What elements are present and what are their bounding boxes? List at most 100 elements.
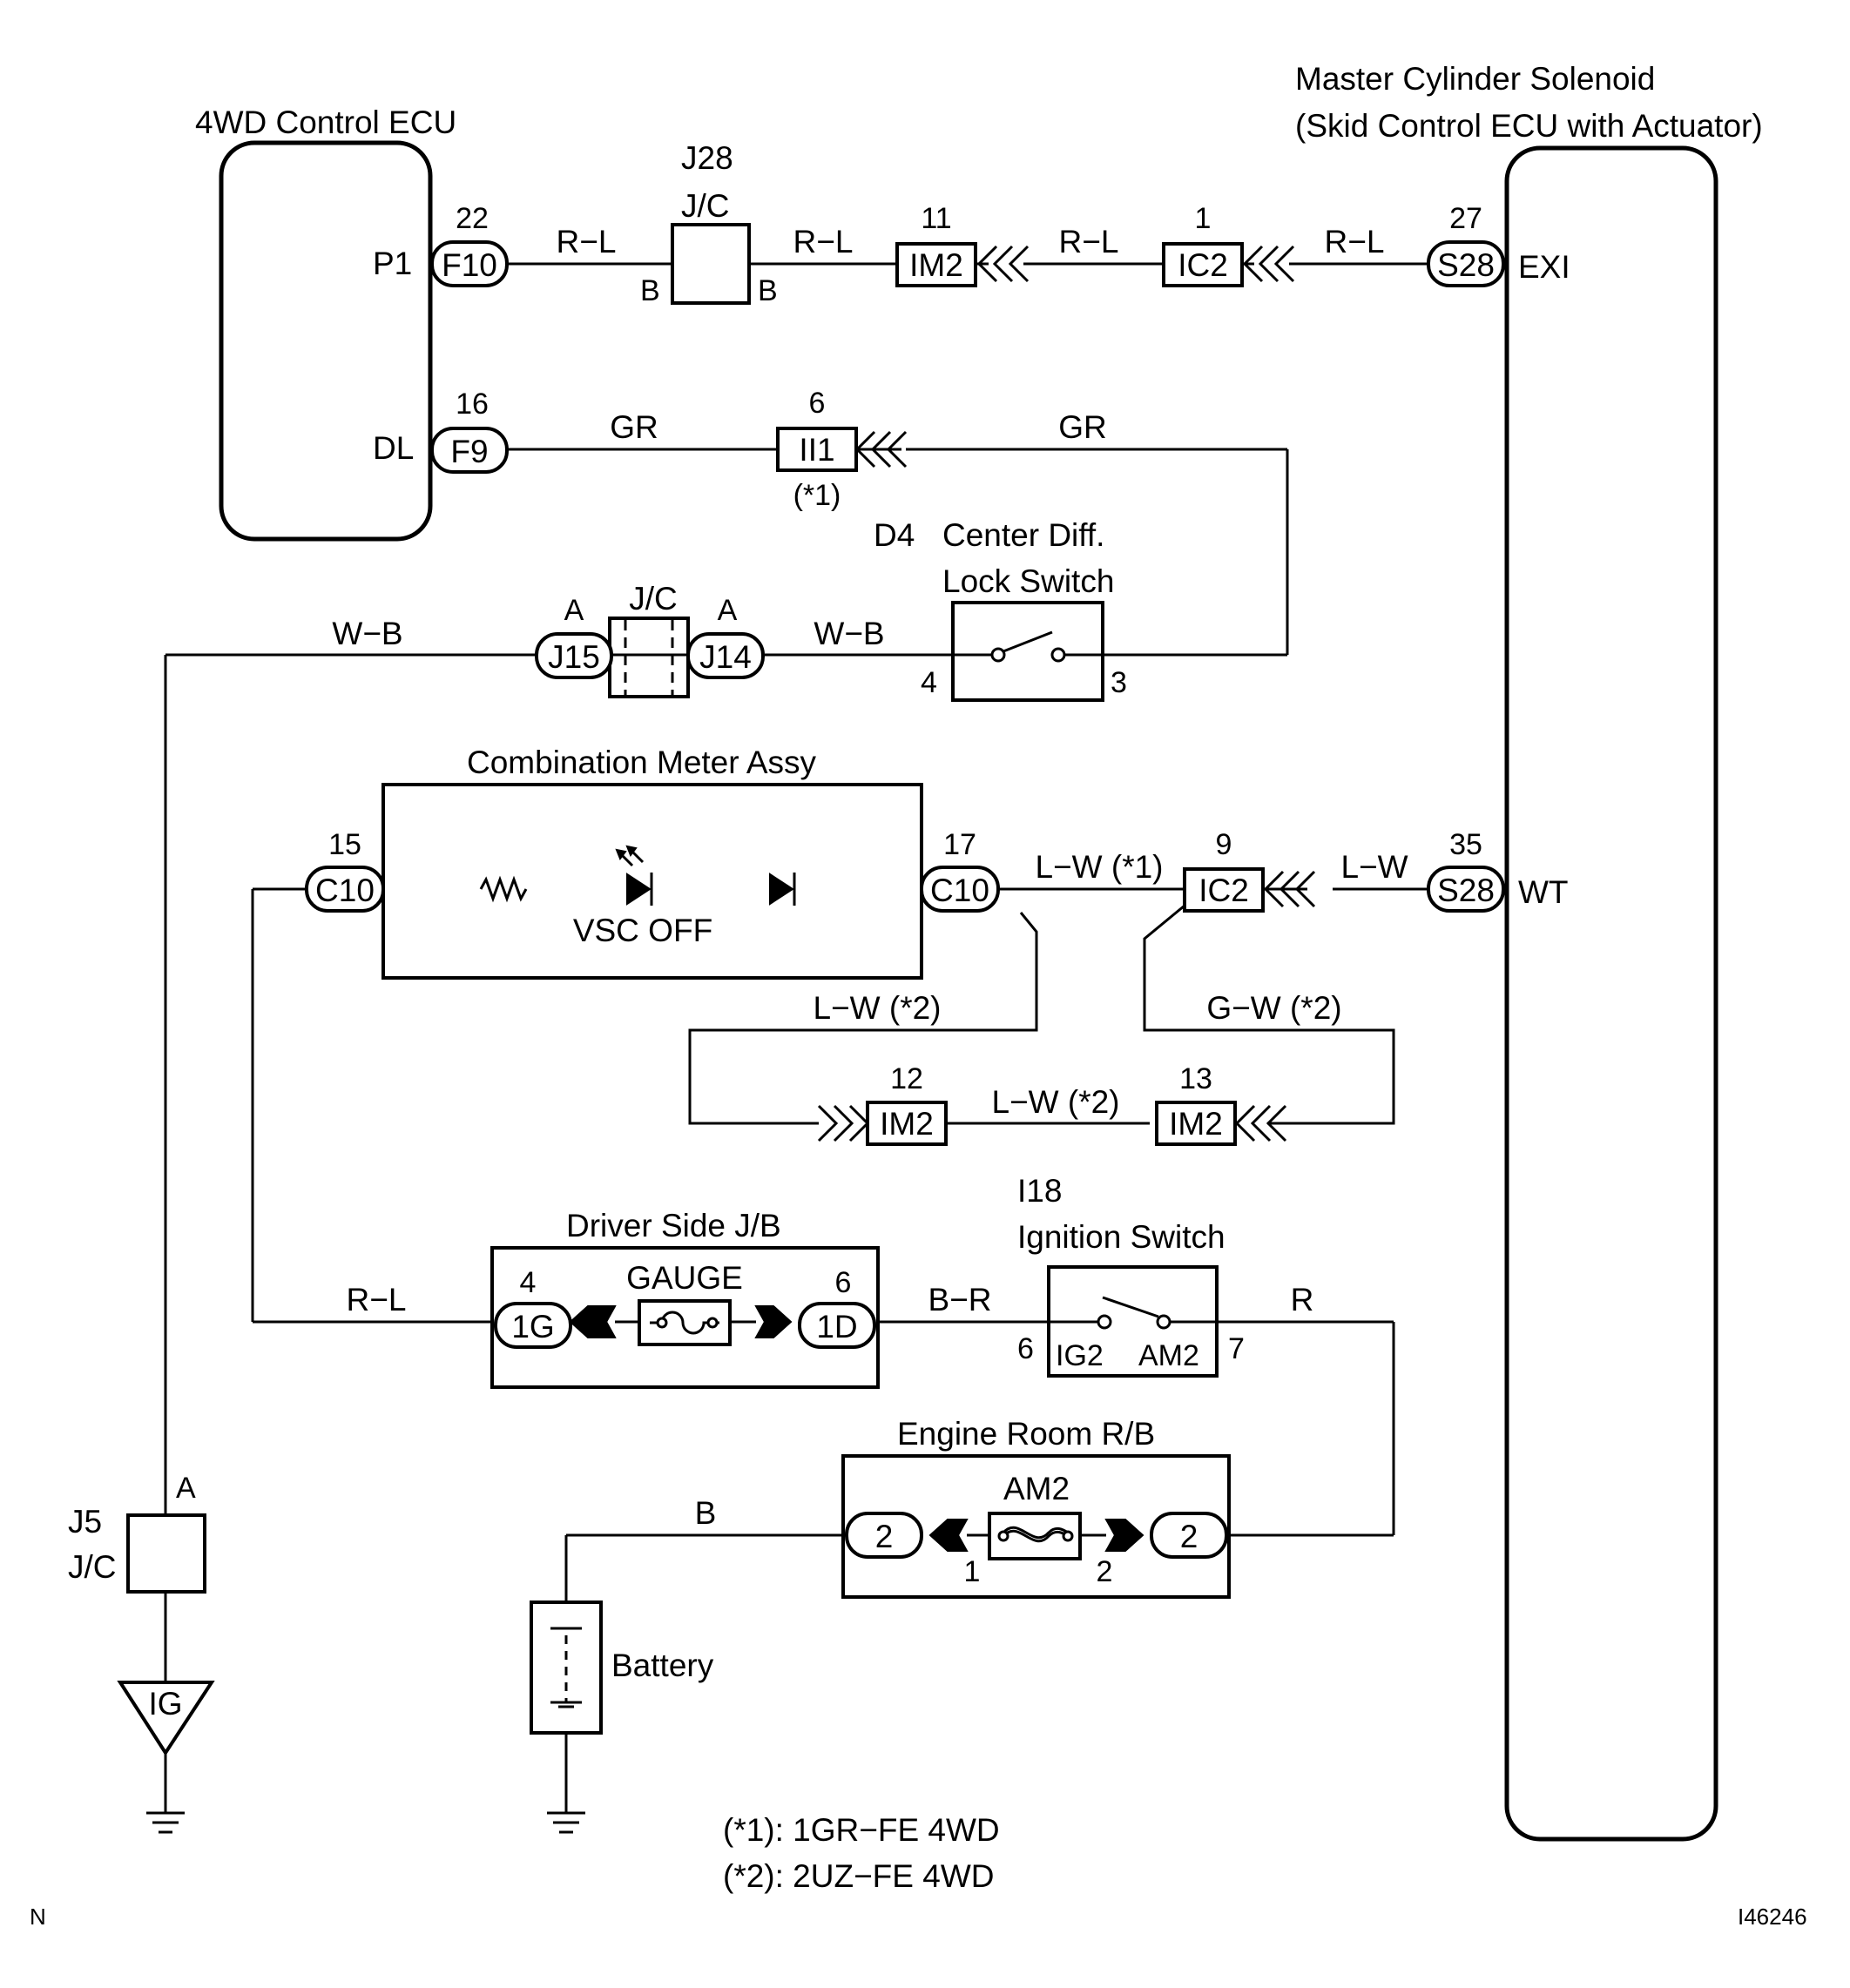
connector-f9-name: F9 [450,434,488,469]
ign-term-left: IG2 [1056,1339,1104,1372]
chevron-icon [1234,1104,1287,1142]
ignition-switch: I18 Ignition Switch IG2 AM2 6 7 [1017,1173,1245,1378]
fuse-icon [650,1311,719,1335]
fusible-link-icon [1002,1529,1069,1543]
wire-label: L−W (*2) [991,1084,1119,1120]
master-cyl-title-1: Master Cylinder Solenoid [1295,61,1655,97]
connector-im2-11-name: IM2 [909,247,963,283]
connector-s28-27-name: S28 [1437,247,1495,283]
j28-pin-left: B [640,274,660,307]
ground-icon [547,1811,585,1834]
jb-left-pin: 4 [520,1266,537,1299]
master-cylinder-solenoid: Master Cylinder Solenoid (Skid Control E… [1295,61,1763,1842]
wire-label: W−B [332,616,402,651]
j5-id: J5 [68,1504,102,1540]
connector-ic2-9: IC2 9 [1183,828,1265,913]
ecu-4wd: 4WD Control ECU P1 DL [195,104,456,542]
note-1: (*1): 1GR−FE 4WD [723,1812,1000,1848]
jc-j15-j14: J15 A J14 A J/C [535,581,765,698]
jb-fuse: GAUGE [626,1260,743,1296]
connector-im2-13-name: IM2 [1169,1106,1223,1142]
jc-right-pin: A [718,594,738,627]
j28-junction-connector: J28 J/C B B [640,140,778,307]
chevron-icon [854,430,908,468]
connector-im2-13-pin: 13 [1179,1062,1212,1095]
wire-label: R−L [1325,224,1385,259]
wire-label: R−L [1059,224,1119,259]
combination-meter: Combination Meter Assy VSC OFF C10 15 C1… [305,745,1000,980]
wire-label: G−W (*2) [1206,990,1341,1026]
wire-labels: R−L R−L R−L R−L GR GR W−B W−B L−W (*1) L… [332,224,1408,1531]
connector-im2-12-name: IM2 [880,1106,934,1142]
connector-s28-35: S28 35 [1427,828,1505,913]
ecu-pin-dl: DL [373,430,414,466]
resistor-icon [479,875,528,903]
wire-label: GR [1058,409,1107,445]
connector-im2-11: IM2 11 [895,202,977,287]
switch-pin-right: 3 [1111,666,1127,699]
corner-left-label: N [30,1904,46,1930]
j5-junction-connector: J5 J/C A [68,1472,206,1594]
connector-s28-27: S28 27 [1427,202,1505,287]
j28-pin-right: B [758,274,778,307]
arrow-icon [928,1519,969,1552]
meter-left-pin: 15 [328,828,361,861]
connector-s28-35-name: S28 [1437,873,1495,908]
j5-pin: A [176,1472,196,1505]
rb-title: Engine Room R/B [897,1416,1155,1452]
jb-right-conn: 1D [816,1309,857,1344]
arrow-icon [754,1305,793,1338]
chevron-icon [1242,245,1295,283]
wire-label: R [1291,1282,1314,1317]
connector-s28-35-pin: 35 [1449,828,1482,861]
ig-label: IG [148,1686,182,1722]
connector-im2-12-pin: 12 [890,1062,923,1095]
connector-f10-pin: 22 [456,202,489,235]
wire-label: W−B [814,616,884,651]
connector-ii1: II1 6 (*1) [776,387,858,512]
wire-label: L−W (*1) [1035,849,1163,885]
meter-lamp: VSC OFF [573,913,712,948]
driver-side-jb: Driver Side J/B 1G 4 GAUGE 1D 6 [490,1208,880,1389]
rb-right-conn: 2 [1180,1519,1198,1554]
connector-f9: F9 16 [430,387,509,474]
chevron-icon [1263,870,1316,908]
jb-title: Driver Side J/B [566,1208,781,1243]
rb-pin-right: 2 [1097,1555,1113,1588]
connector-f10: F10 22 [430,202,509,287]
connector-s28-27-pin: 27 [1449,202,1482,235]
wire-label: B−R [928,1282,991,1317]
connector-ic2-9-pin: 9 [1216,828,1232,861]
wire-label: R−L [347,1282,407,1317]
connector-ic2-1-name: IC2 [1178,247,1228,283]
connector-ic2-1: IC2 1 [1162,202,1244,287]
arrow-icon [1104,1519,1144,1552]
connector-im2-11-pin: 11 [921,202,951,235]
ign-pin-left: 6 [1017,1332,1034,1365]
connector-ii1-name: II1 [799,432,834,468]
wire-label: L−W [1340,849,1408,885]
meter-left-conn: C10 [315,873,375,908]
led-icon [615,845,653,906]
battery: Battery [530,1601,714,1735]
wire-label: R−L [557,224,617,259]
ign-name: Ignition Switch [1017,1219,1225,1255]
meter-right-conn: C10 [930,873,989,908]
rb-left-conn: 2 [875,1519,894,1554]
wire-label: B [695,1495,717,1531]
j28-id: J28 [681,140,733,176]
switch-name-1: Center Diff. [942,517,1104,553]
ign-pin-right: 7 [1228,1332,1245,1365]
chevron-icon [976,245,1030,283]
j28-type: J/C [681,188,730,224]
center-diff-lock-switch: D4 Center Diff. Lock Switch 4 3 [874,517,1127,702]
master-cyl-title-2: (Skid Control ECU with Actuator) [1295,108,1763,144]
note-2: (*2): 2UZ−FE 4WD [723,1858,994,1894]
switch-pin-left: 4 [921,666,937,699]
jc-type: J/C [629,581,678,617]
switch-id: D4 [874,517,915,553]
ig-power-source: IG [117,1681,215,1756]
jc-left-conn: J15 [548,639,600,675]
jc-right-conn: J14 [699,639,752,675]
jb-right-pin: 6 [835,1266,852,1299]
